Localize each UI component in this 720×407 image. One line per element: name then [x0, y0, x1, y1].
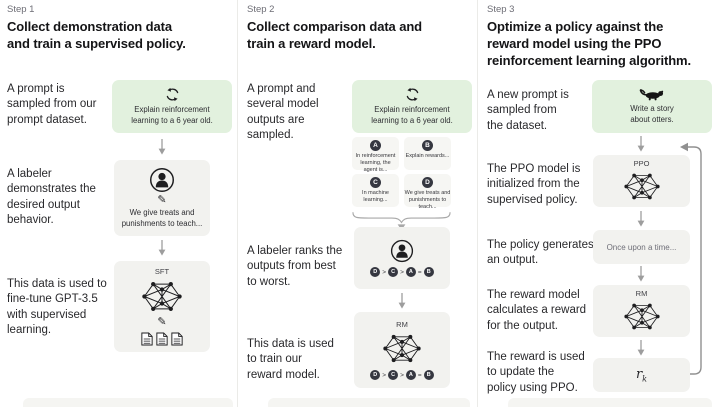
down-arrow-icon — [636, 211, 646, 227]
cropped-next-box — [268, 398, 470, 407]
step1-column: Step 1 Collect demonstration data and tr… — [0, 0, 240, 407]
prompt-sample-box: Explain reinforcement learning to a 6 ye… — [352, 80, 472, 133]
step-title: Collect comparison data and train a rewa… — [247, 19, 423, 51]
refresh-icon — [165, 87, 180, 102]
model-label: RM — [635, 289, 648, 298]
output-card-text: In machine learning... — [362, 190, 389, 203]
prompt-sample-box: Write a story about otters. — [592, 80, 712, 133]
output-letter-badge: C — [370, 177, 381, 188]
ranking: D > C > A = B — [370, 267, 434, 277]
rank-separator: = — [417, 268, 422, 276]
model-output-card-a: A In reinforcement learning, the agent i… — [352, 137, 399, 173]
prompt-sampled-text: A prompt is sampled from our prompt data… — [7, 83, 97, 126]
prompt-outputs-text: A prompt and several model outputs are s… — [247, 83, 319, 142]
rank-letter-badge: A — [405, 267, 416, 277]
train-reward-model-text: This data is used to train our reward mo… — [247, 338, 334, 381]
column-divider — [477, 0, 478, 407]
otter-icon — [639, 88, 665, 101]
labeler-icon — [390, 239, 414, 263]
labeler-ranking-box: D > C > A = B — [354, 227, 450, 289]
model-output-card-b: B Explain rewards... — [404, 137, 451, 170]
output-letter-badge: D — [422, 177, 433, 188]
documents-icon — [141, 332, 183, 346]
step-label: Step 3 — [487, 4, 515, 15]
update-policy-text: The reward is used to update the policy … — [487, 351, 585, 394]
fine-tune-text: This data is used to fine-tune GPT-3.5 w… — [7, 278, 107, 337]
pencil-icon: ✎ — [157, 316, 167, 328]
pencil-icon: ✎ — [157, 194, 167, 207]
sft-model-box: SFT ✎ — [114, 261, 210, 352]
ranking: D > C > A = B — [370, 370, 434, 380]
rank-separator: > — [400, 268, 404, 276]
output-card-text: In reinforcement learning, the agent is.… — [355, 153, 396, 173]
rank-letter-badge: B — [423, 370, 434, 380]
rank-letter-badge: B — [423, 267, 434, 277]
down-arrow-icon — [157, 139, 167, 155]
model-output-card-c: C In machine learning... — [352, 174, 399, 207]
rank-letter-badge: C — [388, 267, 399, 277]
labeler-ranks-text: A labeler ranks the outputs from best to… — [247, 245, 343, 288]
output-card-text: Explain rewards... — [405, 153, 450, 159]
model-label: PPO — [633, 159, 650, 168]
prompt-sample-box: Explain reinforcement learning to a 6 ye… — [112, 80, 232, 133]
rank-letter-badge: C — [388, 370, 399, 380]
step-label: Step 1 — [7, 4, 35, 15]
step3-column: Step 3 Optimize a policy against the rew… — [480, 0, 720, 407]
generated-output-box: Once upon a time... — [593, 230, 690, 264]
rank-separator: > — [382, 371, 387, 379]
down-arrow-icon — [636, 266, 646, 282]
reward-box: rk — [593, 358, 690, 392]
reward-symbol: rk — [635, 366, 648, 384]
output-letter-badge: B — [422, 140, 433, 151]
model-label: RM — [396, 320, 408, 329]
rm-model-box: RM D > C > A = B — [354, 312, 450, 388]
network-icon — [621, 170, 663, 203]
labeler-demo-text: A labeler demonstrates the desired outpu… — [7, 168, 96, 227]
cropped-next-box — [508, 398, 712, 407]
rank-letter-badge: D — [370, 370, 381, 380]
model-output-card-d: D We give treats and punishments to teac… — [404, 174, 451, 210]
policy-output-text: The policy generates an output. — [487, 239, 594, 267]
prompt-sample-caption: Explain reinforcement learning to a 6 ye… — [131, 105, 213, 125]
rank-letter-badge: A — [405, 370, 416, 380]
model-label: SFT — [154, 267, 170, 276]
labeler-icon — [149, 167, 175, 193]
labeler-caption: We give treats and punishments to teach.… — [121, 208, 203, 228]
labeler-box: ✎ We give treats and punishments to teac… — [114, 160, 210, 236]
new-prompt-text: A new prompt is sampled from the dataset… — [487, 89, 569, 132]
network-icon — [380, 331, 424, 366]
rank-separator: > — [400, 371, 404, 379]
prompt-sample-caption: Write a story about otters. — [630, 104, 674, 124]
step-label: Step 2 — [247, 4, 275, 15]
ppo-init-text: The PPO model is initialized from the su… — [487, 163, 581, 206]
step2-column: Step 2 Collect comparison data and train… — [240, 0, 480, 407]
rank-separator: > — [382, 268, 387, 276]
output-letter-badge: A — [370, 140, 381, 151]
rank-letter-badge: D — [370, 267, 381, 277]
output-card-text: We give treats and punishments to teach.… — [404, 190, 451, 210]
down-arrow-icon — [636, 340, 646, 356]
down-arrow-icon — [397, 293, 407, 309]
down-arrow-icon — [636, 136, 646, 152]
network-icon — [621, 300, 663, 333]
network-icon — [139, 278, 185, 315]
cropped-next-box — [23, 398, 233, 407]
down-arrow-icon — [157, 240, 167, 256]
generated-output-caption: Once upon a time... — [606, 242, 677, 252]
rm-model-box: RM — [593, 285, 690, 337]
column-divider — [237, 0, 238, 407]
ppo-model-box: PPO — [593, 155, 690, 207]
refresh-icon — [405, 87, 420, 102]
step-title: Optimize a policy against the reward mod… — [487, 19, 692, 68]
step-title: Collect demonstration data and train a s… — [7, 19, 186, 51]
rank-separator: = — [417, 371, 422, 379]
prompt-sample-caption: Explain reinforcement learning to a 6 ye… — [371, 105, 453, 125]
reward-calc-text: The reward model calculates a reward for… — [487, 289, 587, 332]
